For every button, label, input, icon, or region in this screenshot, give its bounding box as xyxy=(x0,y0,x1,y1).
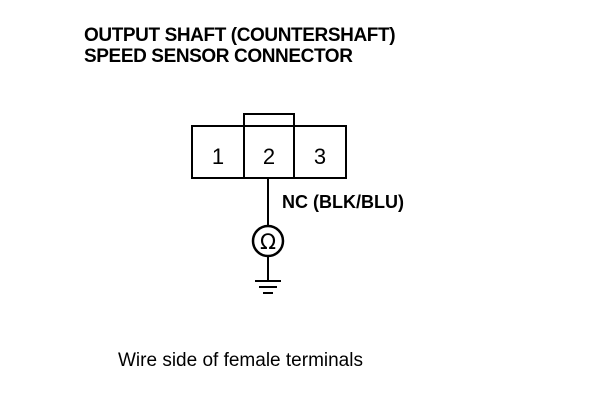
ohm-symbol: Ω xyxy=(260,230,276,254)
diagram-title-line-2: SPEED SENSOR CONNECTOR xyxy=(84,46,353,67)
ground-icon xyxy=(255,280,281,294)
terminal-number-2: 2 xyxy=(263,144,275,169)
ohmmeter-icon: Ω xyxy=(251,224,285,258)
connector-lock-tab xyxy=(243,113,295,127)
terminal-number-1: 1 xyxy=(212,144,224,169)
terminal-number-3: 3 xyxy=(314,144,326,169)
connector-housing xyxy=(191,125,347,179)
diagram-caption: Wire side of female terminals xyxy=(118,350,363,371)
wire-color-label: NC (BLK/BLU) xyxy=(282,192,404,212)
diagram-title-line-1: OUTPUT SHAFT (COUNTERSHAFT) xyxy=(84,25,396,46)
